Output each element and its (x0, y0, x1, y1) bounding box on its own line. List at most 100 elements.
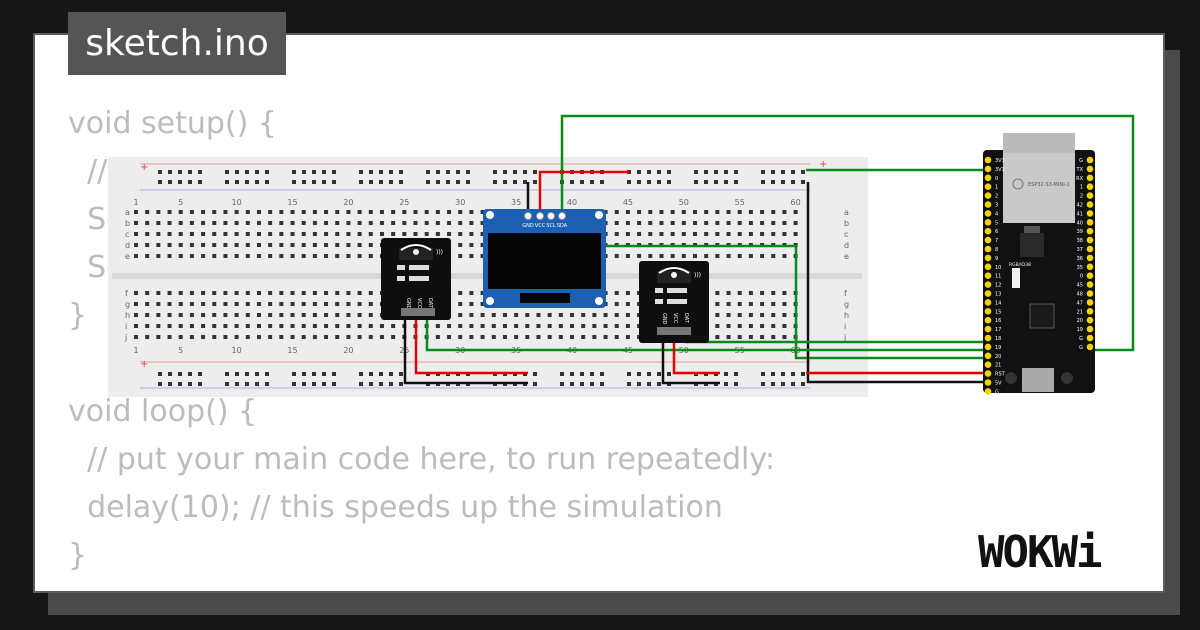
breadboard-hole[interactable] (324, 302, 329, 306)
esp32-pin[interactable] (1086, 236, 1094, 244)
breadboard-hole[interactable] (189, 232, 194, 236)
breadboard-hole[interactable] (681, 210, 686, 214)
rail-hole[interactable] (657, 180, 661, 184)
esp32-pin[interactable] (984, 370, 992, 377)
breadboard-hole[interactable] (301, 254, 306, 258)
breadboard-hole[interactable] (625, 221, 630, 225)
breadboard-hole[interactable] (167, 254, 172, 258)
rail-hole[interactable] (724, 180, 728, 184)
rail-hole[interactable] (513, 180, 517, 184)
breadboard-hole[interactable] (201, 210, 206, 214)
breadboard-hole[interactable] (335, 210, 340, 214)
breadboard-hole[interactable] (771, 232, 776, 236)
breadboard-hole[interactable] (536, 324, 541, 328)
breadboard-hole[interactable] (748, 254, 753, 258)
wire-sensor-left-dat[interactable] (425, 315, 988, 352)
breadboard-hole[interactable] (726, 302, 731, 306)
rail-hole[interactable] (379, 180, 383, 184)
breadboard-hole[interactable] (547, 313, 552, 317)
wire-sensor-left-vcc[interactable] (414, 315, 528, 375)
breadboard-hole[interactable] (782, 254, 787, 258)
breadboard-hole[interactable] (625, 335, 630, 339)
rail-hole[interactable] (637, 382, 641, 386)
breadboard-hole[interactable] (514, 335, 519, 339)
breadboard-hole[interactable] (771, 313, 776, 317)
breadboard-hole[interactable] (201, 221, 206, 225)
breadboard-hole[interactable] (167, 221, 172, 225)
rail-hole[interactable] (801, 170, 805, 174)
rail-hole[interactable] (158, 180, 162, 184)
rail-hole[interactable] (560, 372, 564, 376)
breadboard-hole[interactable] (391, 324, 396, 328)
breadboard-hole[interactable] (592, 335, 597, 339)
breadboard-hole[interactable] (391, 210, 396, 214)
code-line[interactable]: } (68, 298, 88, 333)
breadboard-hole[interactable] (346, 291, 351, 295)
breadboard-hole[interactable] (201, 324, 206, 328)
breadboard-hole[interactable] (178, 221, 183, 225)
breadboard-hole[interactable] (312, 243, 317, 247)
breadboard-hole[interactable] (134, 243, 138, 247)
breadboard-hole[interactable] (458, 291, 463, 295)
breadboard-hole[interactable] (357, 335, 362, 339)
breadboard-hole[interactable] (279, 335, 284, 339)
breadboard-hole[interactable] (357, 210, 362, 214)
rail-hole[interactable] (198, 372, 202, 376)
breadboard-hole[interactable] (256, 243, 261, 247)
rail-hole[interactable] (533, 170, 537, 174)
breadboard-hole[interactable] (625, 232, 630, 236)
esp32-pin[interactable] (984, 210, 992, 217)
rail-hole[interactable] (292, 170, 296, 174)
breadboard-hole[interactable] (760, 324, 765, 328)
rail-hole[interactable] (292, 382, 296, 386)
file-tab[interactable]: sketch.ino (68, 12, 286, 75)
rail-hole[interactable] (359, 180, 363, 184)
rail-hole[interactable] (523, 170, 527, 174)
rail-hole[interactable] (761, 180, 765, 184)
breadboard-hole[interactable] (212, 232, 217, 236)
breadboard-hole[interactable] (212, 254, 217, 258)
breadboard-hole[interactable] (625, 254, 630, 258)
esp32-pin[interactable] (984, 254, 992, 262)
rail-hole[interactable] (379, 382, 383, 386)
esp32-pin[interactable] (1086, 299, 1094, 306)
breadboard-hole[interactable] (771, 291, 776, 295)
breadboard-hole[interactable] (659, 221, 664, 225)
rail-hole[interactable] (235, 382, 239, 386)
breadboard-hole[interactable] (614, 335, 619, 339)
rail-hole[interactable] (322, 382, 326, 386)
esp32-pin[interactable] (984, 192, 992, 199)
breadboard-hole[interactable] (357, 254, 362, 258)
breadboard-hole[interactable] (693, 210, 697, 214)
breadboard-hole[interactable] (290, 291, 295, 295)
rail-hole[interactable] (647, 180, 651, 184)
breadboard-hole[interactable] (357, 302, 362, 306)
breadboard-hole[interactable] (268, 335, 273, 339)
breadboard-hole[interactable] (402, 232, 407, 236)
breadboard-hole[interactable] (324, 232, 329, 236)
breadboard-hole[interactable] (793, 221, 798, 225)
breadboard-hole[interactable] (212, 210, 217, 214)
breadboard-hole[interactable] (178, 324, 183, 328)
rail-hole[interactable] (533, 372, 537, 376)
esp32-pin[interactable] (1086, 183, 1094, 190)
breadboard-hole[interactable] (391, 221, 396, 225)
breadboard-hole[interactable] (771, 210, 776, 214)
breadboard-hole[interactable] (301, 335, 306, 339)
breadboard-hole[interactable] (726, 313, 731, 317)
breadboard-hole[interactable] (480, 243, 485, 247)
breadboard-hole[interactable] (290, 313, 295, 317)
rail-hole[interactable] (627, 382, 631, 386)
wire-gnd-esp[interactable] (806, 182, 988, 384)
breadboard-hole[interactable] (156, 313, 161, 317)
breadboard-hole[interactable] (178, 232, 183, 236)
rail-hole[interactable] (235, 170, 239, 174)
breadboard-hole[interactable] (245, 254, 250, 258)
breadboard-hole[interactable] (245, 313, 250, 317)
breadboard-hole[interactable] (491, 335, 496, 339)
rail-hole[interactable] (322, 180, 326, 184)
breadboard-hole[interactable] (458, 313, 463, 317)
breadboard-hole[interactable] (223, 291, 228, 295)
breadboard-hole[interactable] (357, 243, 362, 247)
breadboard-hole[interactable] (145, 302, 150, 306)
